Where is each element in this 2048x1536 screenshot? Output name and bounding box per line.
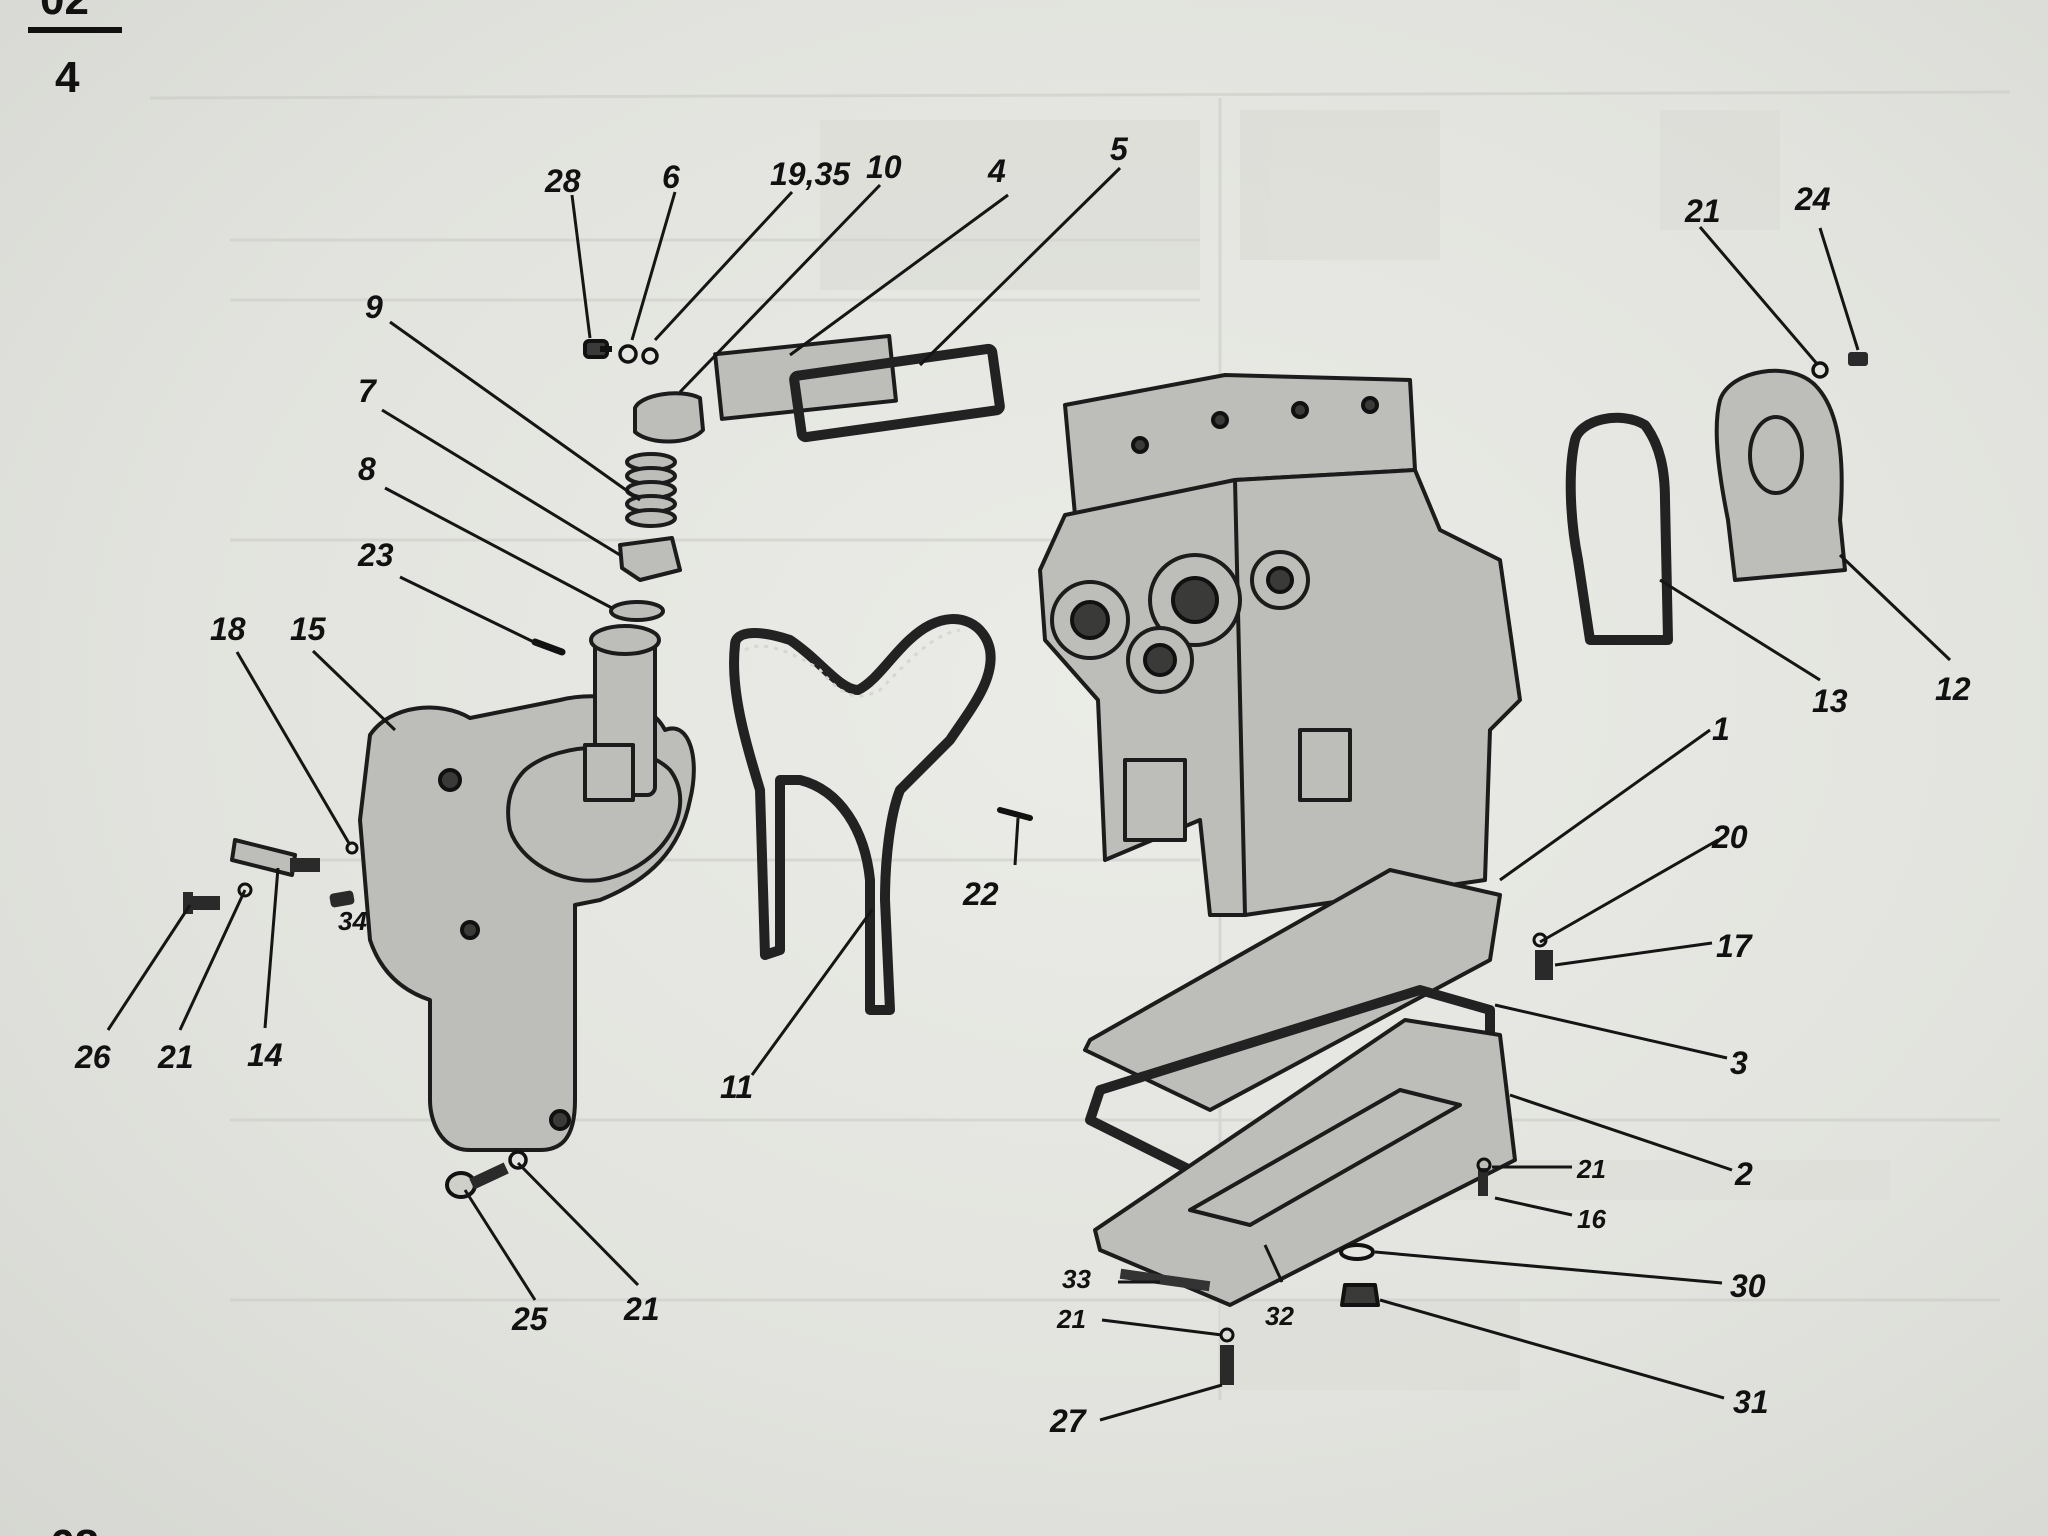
callout-15: 15 bbox=[290, 611, 327, 647]
callout-7: 7 bbox=[358, 373, 378, 409]
callout-34: 34 bbox=[338, 906, 367, 936]
callout-6: 6 bbox=[662, 159, 680, 195]
part-plug bbox=[1535, 950, 1553, 980]
part-spring bbox=[625, 452, 677, 528]
callout-12: 12 bbox=[1935, 671, 1971, 707]
callout-23: 23 bbox=[357, 537, 394, 573]
callout-8: 8 bbox=[358, 451, 376, 487]
part-drain-washer bbox=[1339, 1243, 1375, 1261]
part-rear-gasket bbox=[1565, 412, 1673, 645]
part-bolt-right bbox=[1478, 1168, 1488, 1196]
callout-labels: 28 6 19,35 10 4 5 9 7 8 23 18 15 26 21 1… bbox=[74, 131, 1971, 1439]
part-plug-34 bbox=[329, 890, 355, 908]
callout-28: 28 bbox=[544, 163, 581, 199]
part-dowel-pin bbox=[997, 807, 1033, 821]
callout-5: 5 bbox=[1110, 131, 1129, 167]
callout-20: 20 bbox=[1711, 819, 1748, 855]
callout-9: 9 bbox=[365, 289, 383, 325]
callout-17: 17 bbox=[1716, 928, 1754, 964]
page-number: 68 bbox=[50, 1521, 99, 1536]
callout-31: 31 bbox=[1733, 1384, 1769, 1420]
part-washer bbox=[1811, 361, 1829, 379]
part-rear-cover bbox=[1714, 368, 1847, 582]
part-filter-gasket bbox=[789, 343, 1005, 443]
callout-26: 26 bbox=[74, 1039, 111, 1075]
callout-21-top: 21 bbox=[1684, 193, 1721, 229]
callout-30: 30 bbox=[1730, 1268, 1766, 1304]
part-oil-filler-stack bbox=[531, 339, 705, 656]
page-section-marker: 02 4 bbox=[28, 0, 122, 102]
callout-11: 11 bbox=[720, 1069, 753, 1105]
part-baffle-plate bbox=[1083, 868, 1502, 1112]
part-screw bbox=[1848, 352, 1868, 366]
callout-13: 13 bbox=[1812, 683, 1848, 719]
leader-lines bbox=[106, 166, 1952, 1422]
callout-27: 27 bbox=[1049, 1403, 1088, 1439]
callout-2: 2 bbox=[1734, 1156, 1753, 1192]
callout-4: 4 bbox=[987, 153, 1006, 189]
callout-32: 32 bbox=[1265, 1301, 1294, 1331]
callout-21-lower: 21 bbox=[1056, 1304, 1086, 1334]
callout-22: 22 bbox=[962, 876, 999, 912]
part-oil-pan bbox=[1093, 1018, 1517, 1307]
callout-19-35: 19,35 bbox=[770, 156, 851, 192]
callout-18: 18 bbox=[210, 611, 246, 647]
part-washer-21b bbox=[508, 1150, 528, 1170]
part-washer-21 bbox=[237, 882, 253, 898]
callout-1: 1 bbox=[1712, 711, 1730, 747]
part-pin-18 bbox=[345, 841, 359, 855]
part-drain-plug bbox=[1340, 1283, 1380, 1307]
part-timing-cover bbox=[358, 624, 696, 1152]
callout-21-left: 21 bbox=[157, 1039, 194, 1075]
callout-33: 33 bbox=[1062, 1264, 1091, 1294]
callout-3: 3 bbox=[1730, 1045, 1748, 1081]
callout-21-bottom: 21 bbox=[623, 1291, 660, 1327]
part-lever-14 bbox=[230, 838, 320, 877]
part-engine-block bbox=[1038, 373, 1522, 917]
part-bolt bbox=[1220, 1345, 1234, 1385]
part-bolt-26 bbox=[183, 892, 220, 914]
callout-21-pan: 21 bbox=[1576, 1154, 1606, 1184]
section-denominator: 4 bbox=[55, 53, 80, 102]
callout-10: 10 bbox=[866, 149, 902, 185]
part-bolt-25 bbox=[445, 1162, 509, 1199]
part-timing-gasket bbox=[729, 614, 996, 1015]
callout-14: 14 bbox=[247, 1037, 283, 1073]
callout-16: 16 bbox=[1577, 1204, 1606, 1234]
section-numerator: 02 bbox=[40, 0, 89, 24]
callout-25: 25 bbox=[511, 1301, 549, 1337]
callout-24: 24 bbox=[1794, 181, 1831, 217]
part-strip bbox=[1119, 1268, 1211, 1292]
